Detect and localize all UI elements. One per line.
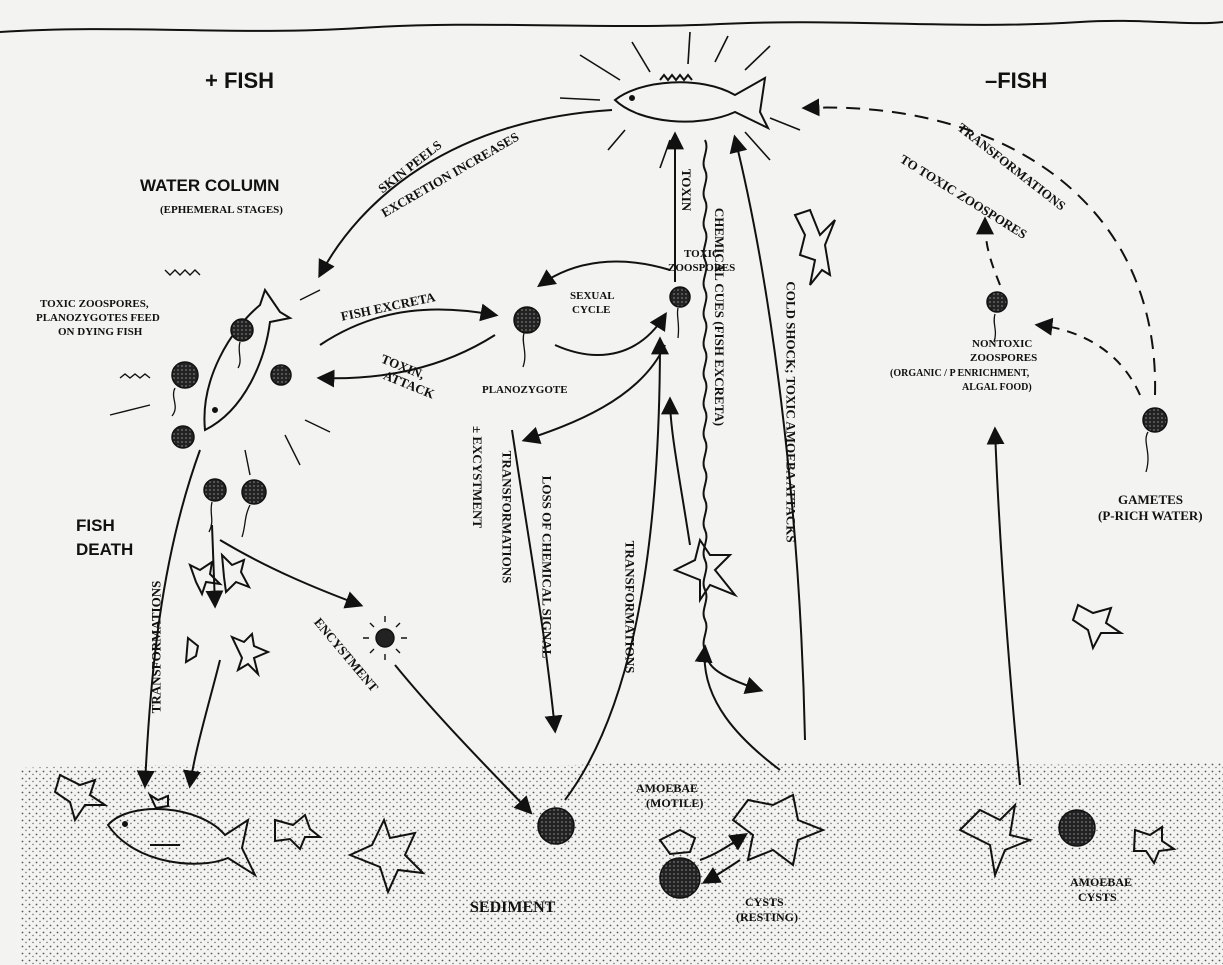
zoospores [172, 287, 1167, 504]
transformations-mid-label: TRANSFORMATIONS [622, 541, 636, 674]
toxin-label: TOXIN [679, 169, 693, 211]
toxic-zoospores-feed-label-3: ON DYING FISH [58, 326, 142, 339]
sediment-label: SEDIMENT [470, 900, 555, 915]
dying-fish-icon [204, 290, 290, 430]
chemical-cues-label: CHEMICAL CUES (FISH EXCRETA) [712, 208, 726, 426]
plus-fish-heading: + FISH [205, 68, 274, 94]
fish-rays [560, 32, 800, 168]
transformations-left-label: TRANSFORMATIONS [149, 581, 163, 714]
nontoxic-zoospores-label-2: ZOOSPORES [970, 352, 1037, 365]
gametes-label-1: GAMETES [1118, 492, 1183, 507]
cysts-resting-label-1: CYSTS [745, 896, 784, 909]
toxic-zoospores-feed-label-1: TOXIC ZOOSPORES, [40, 298, 149, 311]
sexual-cycle-label-1: SEXUAL [570, 290, 615, 303]
gametes-label-2: (P-RICH WATER) [1098, 508, 1203, 523]
cold-shock-label: COLD SHOCK; TOXIC AMOEBA ATTACKS [784, 281, 798, 542]
water-column-subheading: (EPHEMERAL STAGES) [160, 204, 283, 217]
planozygote-label: PLANOZYGOTE [482, 384, 568, 397]
encysting-cell [363, 616, 407, 660]
nontoxic-zoospores-label-4: ALGAL FOOD) [962, 381, 1032, 394]
fish-death-heading-line2: DEATH [76, 540, 133, 559]
loss-signal-label-2: TRANSFORMATIONS [499, 451, 513, 584]
water-surface-line [0, 21, 1223, 32]
water-column-heading: WATER COLUMN [140, 176, 279, 195]
amoebae-motile-label-2: (MOTILE) [646, 797, 703, 810]
loss-signal-label-3: ± EXCYSTMENT [470, 426, 484, 528]
fish-death-heading-line1: FISH [76, 516, 115, 535]
minus-fish-heading: –FISH [985, 68, 1047, 94]
loss-signal-label-1: LOSS OF CHEMICAL SIGNAL [539, 476, 553, 659]
sexual-cycle-label-2: CYCLE [572, 304, 611, 317]
amoebae-motile-label-1: AMOEBAE [636, 782, 698, 795]
healthy-fish-icon [615, 75, 768, 128]
amoebae-cysts-label-1: AMOEBAE [1070, 876, 1132, 889]
cysts-resting-label-2: (RESTING) [736, 911, 798, 924]
toxic-zoospores-feed-label-2: PLANOZYGOTES FEED [36, 312, 160, 325]
nontoxic-zoospores-label-1: NONTOXIC [972, 338, 1032, 351]
amoebae-cysts-label-2: CYSTS [1078, 891, 1117, 904]
nontoxic-zoospores-label-3: (ORGANIC / P ENRICHMENT, [890, 367, 1029, 380]
